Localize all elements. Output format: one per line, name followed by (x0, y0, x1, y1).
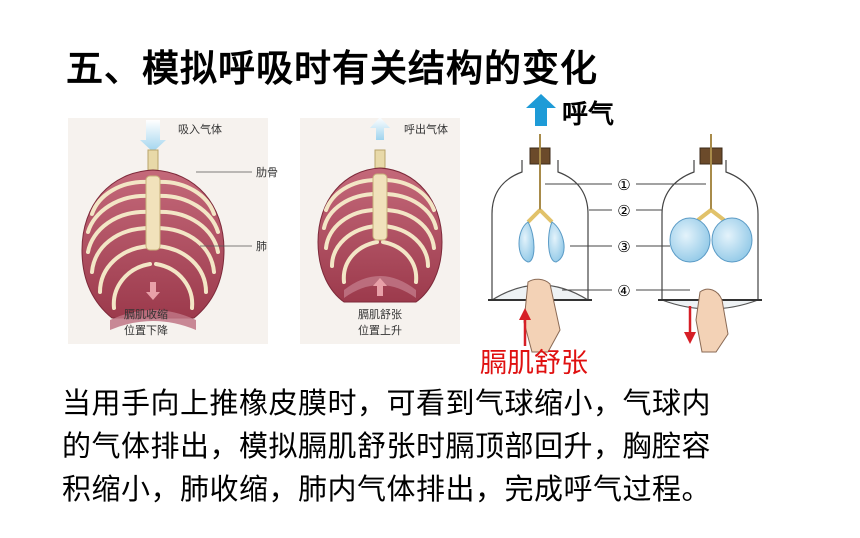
exhale-arrow-icon (526, 94, 556, 126)
exhale-top-label: 呼出气体 (404, 122, 448, 136)
balloon-left-large (669, 217, 711, 263)
rib-label: 肋骨 (256, 165, 278, 179)
callout-2: ② (617, 202, 630, 220)
diagram-area: 吸入气体 肋骨 肺 膈肌收缩 位置下降 (68, 94, 762, 379)
diaphragm-relax-label: 膈肌舒张 (358, 307, 402, 321)
diaphragm-rise-label: 位置上升 (358, 323, 402, 337)
explanation-line-1: 当用手向上推橡皮膜时，可看到气球缩小，气球内 (62, 386, 712, 420)
diaphragm-down-arrow-icon (146, 282, 160, 300)
air-out-arrow-icon (370, 117, 390, 140)
balloon-left-small (518, 221, 535, 263)
explanation-line-2: 的气体排出，模拟膈肌舒张时膈顶部回升，胸腔容 (62, 429, 712, 463)
callout-4: ④ (617, 282, 630, 300)
diaphragm-relax-caption: 膈肌舒张 (480, 348, 588, 379)
exhale-label: 呼气 (562, 99, 614, 130)
lung-label: 肺 (256, 240, 267, 253)
balloon-right-large (711, 217, 753, 263)
air-in-arrow-icon (140, 120, 166, 152)
balloon-right-small (548, 221, 565, 263)
hand-push-icon (523, 278, 561, 353)
page-title: 五、模拟呼吸时有关结构的变化 (66, 47, 598, 90)
bell-jar-left (488, 134, 592, 353)
callout-3: ③ (617, 238, 630, 256)
diaphragm-lower-label: 位置下降 (124, 323, 168, 337)
callout-1: ① (617, 176, 630, 194)
pull-down-arrow-icon (684, 332, 696, 344)
push-up-arrow-icon (519, 308, 531, 320)
explanation-text: 当用手向上推橡皮膜时，可看到气球缩小，气球内 的气体排出，模拟膈肌舒张时膈顶部回… (62, 382, 822, 511)
explanation-line-3: 积缩小，肺收缩，肺内气体排出，完成呼气过程。 (62, 472, 712, 506)
ribcage-exhale-figure: 呼出气体 膈肌舒张 位置上升 (300, 117, 460, 344)
ribcage-inhale-figure: 吸入气体 肋骨 肺 膈肌收缩 位置下降 (68, 118, 278, 344)
inhale-label: 吸入气体 (178, 122, 222, 136)
bell-jar-right (658, 134, 762, 353)
hand-pull-icon (695, 288, 729, 353)
diaphragm-contract-label: 膈肌收缩 (124, 307, 168, 321)
bell-jar-model: 呼气 (480, 94, 762, 379)
diaphragm-up-arrow-icon (373, 278, 387, 296)
